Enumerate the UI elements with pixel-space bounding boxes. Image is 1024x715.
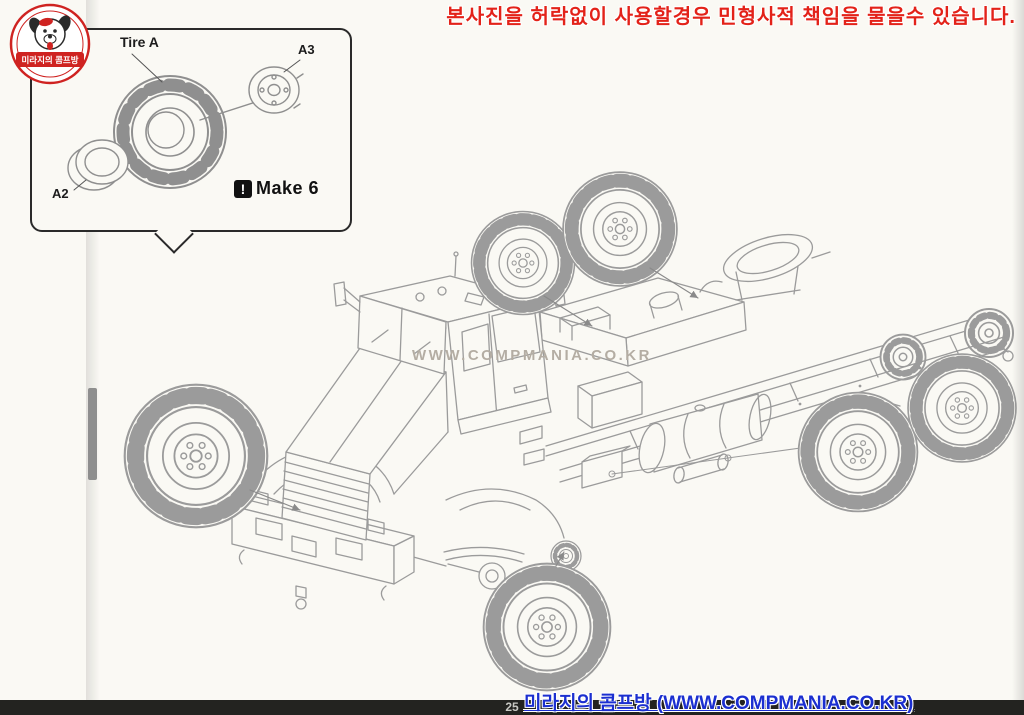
inset-tire — [113, 75, 227, 189]
rear-wheel-2 — [908, 354, 1016, 462]
leader-lines — [249, 267, 699, 567]
page-number: 25 — [505, 700, 519, 714]
make-count-label: Make 6 — [256, 178, 320, 198]
footer-credit-text: 미라지의 콤프방 (WWW.COMPMANIA.CO.KR) — [524, 693, 914, 714]
bottom-bar: 25 — [0, 700, 1024, 715]
dog-mascot-icon — [29, 15, 71, 50]
floating-tire-left — [125, 385, 268, 528]
copyright-warning-text: 본사진을 허락없이 사용할경우 민형사적 책임을 물을수 있습니다. — [446, 6, 1016, 28]
exclamation-icon: ! — [234, 179, 252, 198]
floating-tire-top-right — [563, 172, 677, 286]
floating-tire-front — [484, 564, 611, 691]
part-label-a2: A2 — [52, 186, 69, 201]
spare-wheel-ring — [722, 233, 831, 301]
logo-ribbon-text: 미라지의 콤프방 — [21, 55, 78, 65]
fuel-tank — [638, 393, 772, 474]
make-instruction: ! Make 6 — [234, 178, 319, 199]
inset-title: Tire A — [120, 34, 159, 50]
toolbox — [577, 371, 643, 429]
left-mirror — [333, 281, 347, 307]
inset-part-a3 — [199, 66, 304, 121]
battery-box — [581, 445, 631, 489]
part-label-a3: A3 — [298, 42, 315, 57]
watermark-text: WWW.COMPMANIA.CO.KR — [412, 347, 652, 364]
inset-part-a2 — [67, 139, 129, 191]
tire-assembly-drawing — [67, 53, 304, 191]
rear-wheel-1 — [799, 393, 918, 512]
page-edge-shadow — [1012, 0, 1024, 715]
logo-ribbon — [16, 52, 84, 67]
inset-leader-lines — [73, 53, 301, 191]
floating-tire-top-left — [472, 212, 575, 315]
rear-far-hub-1 — [881, 335, 926, 380]
spine-dark-mark — [88, 388, 97, 480]
compmania-stamp-logo: 미라지의 콤프방 — [9, 3, 91, 85]
